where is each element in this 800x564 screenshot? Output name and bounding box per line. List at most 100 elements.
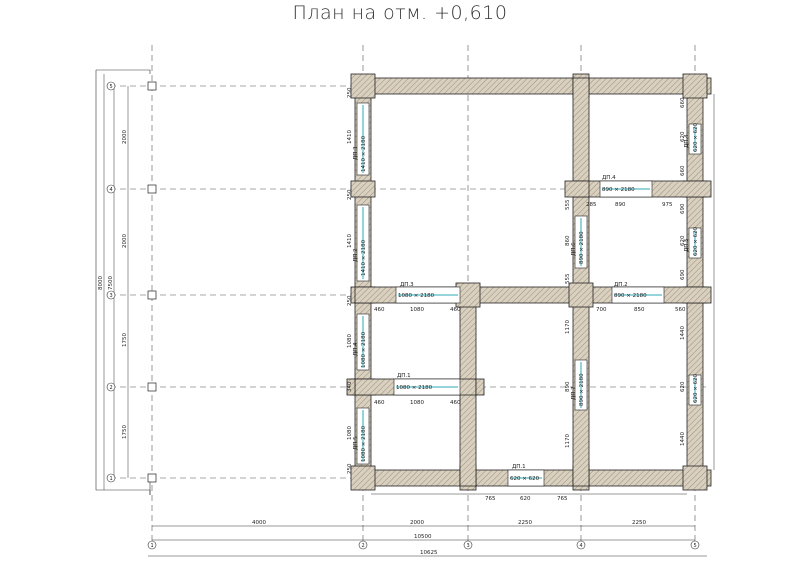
post (147, 473, 157, 483)
walls (346, 73, 712, 491)
label-ok4-size: 620 × 620 (693, 122, 699, 152)
label-dp7-size: 890 × 2180 (579, 373, 585, 406)
label-dp3-left: ДП.3 (353, 146, 359, 160)
dimension-lines (103, 74, 715, 557)
dim-room-a: 1080 (410, 307, 424, 313)
label-ok4: ДП.4 (684, 134, 690, 148)
dim-inner-left: 250 (347, 87, 353, 98)
dim-room-d: 285 (586, 202, 597, 208)
post (147, 184, 157, 194)
dim-inner-mid: 1170 (565, 434, 571, 448)
dim-inner-left: 1410 (347, 130, 353, 144)
dim-room-a: 460 (374, 307, 385, 313)
dim-inner-left: 250 (347, 463, 353, 474)
dim-left: 1750 (122, 333, 128, 347)
dim-inner-left: 1410 (347, 234, 353, 248)
dim-bottom: 2250 (632, 520, 646, 526)
wall-top (354, 77, 712, 95)
label-dp5-left: ДП.5 (353, 436, 359, 450)
axis-h5: 5 (110, 84, 113, 90)
dim-bottom-total2: 10625 (420, 550, 438, 556)
dim-inner-mid: 555 (565, 273, 571, 284)
axis-v5: 5 (694, 543, 697, 549)
dim-room-a: 460 (450, 307, 461, 313)
dim-opening: 620 (520, 496, 531, 502)
dim-room-d: 890 (615, 202, 626, 208)
label-dp1: ДП.1 (397, 373, 411, 379)
dimension-texts: 2000 2000 1750 1750 7500 8000 4000 2000 … (98, 87, 686, 556)
terrace-outline (95, 69, 151, 495)
joint-inner-34 (568, 282, 594, 308)
label-dp4-left: ДП.4 (353, 342, 359, 356)
dim-right: 690 (680, 203, 686, 214)
label-dp1-size: 1080 × 2180 (396, 385, 433, 391)
corner-bottom-left (350, 465, 376, 491)
post (147, 290, 157, 300)
label-dp1-bottom: ДП.1 (512, 464, 526, 470)
dim-opening: 765 (557, 496, 568, 502)
dim-opening: 765 (485, 496, 496, 502)
dim-inner-mid: 555 (565, 199, 571, 210)
dim-bottom-total1: 10500 (414, 534, 432, 540)
label-dp4-top: ДП.4 (602, 175, 616, 181)
post (147, 81, 157, 91)
dim-right: 660 (680, 97, 686, 108)
dim-inner-left: 1080 (347, 334, 353, 348)
label-dp1-bottom-size: 620 × 620 (510, 476, 540, 482)
axis-v4: 4 (580, 543, 583, 549)
dim-right: 620 (680, 381, 686, 392)
dim-room-c: 560 (675, 307, 686, 313)
dim-inner-mid: 1170 (565, 320, 571, 334)
plan-title: План на отм. +0,610 (292, 2, 508, 24)
dim-room-c: 850 (634, 307, 645, 313)
terrace-posts (147, 81, 157, 483)
label-dp2-right-size: 890 × 2180 (614, 293, 647, 299)
corner-top-left (350, 73, 376, 99)
axis-markers (106, 81, 700, 550)
label-dp4-left-size: 1080 × 2180 (361, 331, 367, 368)
post (147, 382, 157, 392)
dim-right: 1440 (680, 432, 686, 446)
opening-labels: ДП.3 1080 × 2180 ДП.1 1080 × 2180 ДП.4 8… (353, 122, 699, 482)
dim-room-b: 460 (374, 400, 385, 406)
wall-axis-4 (572, 77, 590, 487)
label-dp5-left-size: 1080 × 2180 (361, 425, 367, 462)
label-dp2-left: ДП.2 (353, 248, 359, 262)
dim-left: 2000 (122, 234, 128, 248)
window-glass (362, 105, 696, 479)
corner-bottom-right (682, 465, 708, 491)
dim-left-mid: 7500 (108, 276, 114, 290)
dim-inner-mid: 890 (565, 381, 571, 392)
label-dp3-left-size: 1410 × 2180 (361, 135, 367, 172)
label-ok5-size: 620 × 620 (693, 226, 699, 256)
dim-right: 690 (680, 269, 686, 280)
axis-v1: 1 (151, 543, 154, 549)
label-dp7: ДП.7 (571, 386, 577, 400)
dim-inner-left: 250 (347, 189, 353, 200)
dim-inner-left: 340 (347, 381, 353, 392)
axis-h1: 1 (110, 476, 113, 482)
label-dp2-left-size: 1410 × 2180 (361, 239, 367, 276)
label-dp6-size: 890 × 2180 (579, 231, 585, 264)
dim-room-b: 460 (450, 400, 461, 406)
dim-bottom: 4000 (252, 520, 266, 526)
axis-h3: 3 (110, 293, 113, 299)
joint-inner-4 (564, 180, 590, 198)
axis-v2: 2 (362, 543, 365, 549)
dim-inner-left: 250 (347, 295, 353, 306)
dim-inner-left: 1080 (347, 426, 353, 440)
dim-inner-mid: 860 (565, 235, 571, 246)
label-dp3-top-size: 1080 × 2180 (398, 293, 435, 299)
dim-room-d: 975 (662, 202, 673, 208)
label-ok3-size: 620 × 620 (693, 373, 699, 403)
dim-right: 1440 (680, 326, 686, 340)
dim-bottom: 2000 (410, 520, 424, 526)
dim-room-c: 700 (596, 307, 607, 313)
dim-left-total: 8000 (98, 276, 104, 290)
dim-left: 2000 (122, 130, 128, 144)
axis-v3: 3 (467, 543, 470, 549)
axis-labels: 5 4 3 2 1 1 2 3 4 5 (110, 84, 697, 549)
label-dp6: ДП.6 (571, 242, 577, 256)
label-dp2-right: ДП.2 (614, 282, 628, 288)
axis-h2: 2 (110, 385, 113, 391)
